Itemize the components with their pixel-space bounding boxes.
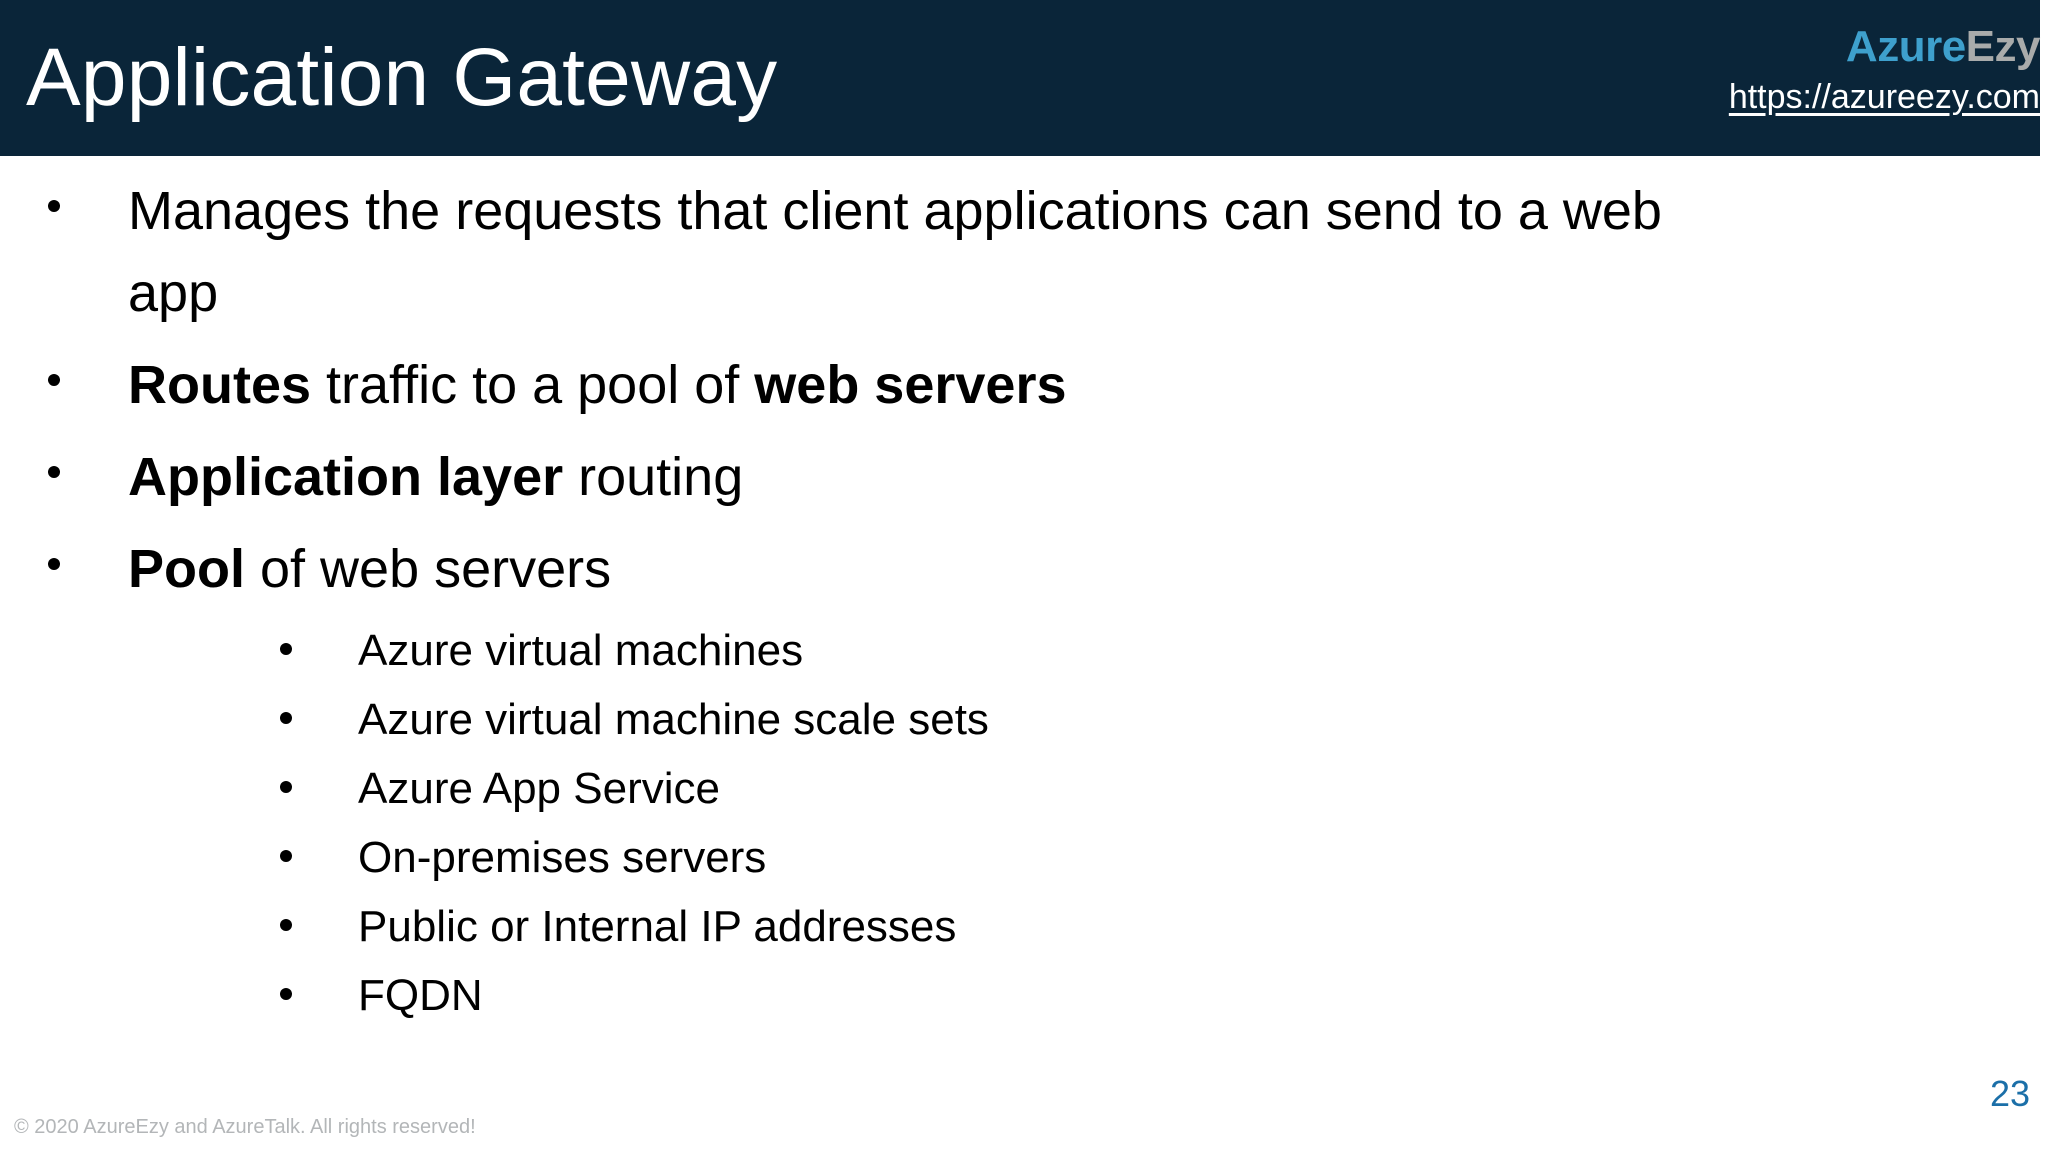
sub-bullet-dot-icon [280,712,292,724]
logo-text-ezy: Ezy [1965,22,2041,71]
bullet-item: Routes traffic to a pool of web servers [0,344,2048,426]
page-number: 23 [1989,1073,2030,1114]
sub-bullet-dot-icon [280,850,292,862]
page-title: Application Gateway [26,32,778,123]
footer-copyright: © 2020 AzureEzy and AzureTalk. All right… [14,1116,476,1138]
bullet-item: Application layer routing [0,436,2048,518]
bullet-text: Routes traffic to a pool of web servers [128,344,1688,426]
bullet-text-emphasis: Pool [128,539,245,599]
sub-bullet-text: Azure virtual machines [358,626,804,675]
brand-url-link[interactable]: https://azureezy.com [1728,78,2040,116]
logo-text-azure: Azure [1845,22,1966,71]
sub-bullet-item: Azure App Service [128,754,2048,823]
sub-bullet-text: Azure virtual machine scale sets [358,695,989,744]
bullet-dot-icon [48,558,60,570]
bullet-dot-icon [48,200,60,212]
bullet-dot-icon [48,374,60,386]
sub-bullet-dot-icon [280,988,292,1000]
sub-bullet-dot-icon [280,919,292,931]
bullet-text: Manages the requests that client applica… [128,170,1688,334]
sub-bullet-item: Public or Internal IP addresses [128,892,2048,961]
sub-bullet-dot-icon [280,781,292,793]
bullet-text: Pool of web servers [128,528,1688,610]
bullet-text-segment: traffic to a pool of [311,355,755,415]
bullet-text-emphasis: Routes [128,355,312,415]
sub-bullet-item: Azure virtual machine scale sets [128,685,2048,754]
bullet-text-emphasis: Application layer [128,447,564,507]
bullet-text-segment: of web servers [245,539,612,599]
bullet-text-emphasis: web servers [754,355,1067,415]
sub-bullet-item: FQDN [128,961,2048,1030]
slide-header-bar [0,0,2040,156]
sub-bullet-dot-icon [280,643,292,655]
brand-block: AzureEzy https://azureezy.com [1610,22,2041,118]
sub-bullet-item: Azure virtual machines [128,616,2048,685]
sub-bullet-text: Public or Internal IP addresses [358,902,957,951]
bullet-text-segment: routing [563,447,744,507]
sub-bullet-item: On-premises servers [128,823,2048,892]
bullet-dot-icon [48,466,60,478]
bullet-text-segment: Manages the requests that client applica… [128,181,1662,323]
sub-bullet-text: Azure App Service [358,764,720,813]
sub-bullet-text: On-premises servers [358,833,767,882]
azureezy-logo: AzureEzy [1610,22,2041,72]
sub-bullet-text: FQDN [358,971,483,1020]
bullet-content: Manages the requests that client applica… [0,170,2048,1040]
bullet-text: Application layer routing [128,436,1688,518]
bullet-item: Manages the requests that client applica… [0,170,2048,334]
